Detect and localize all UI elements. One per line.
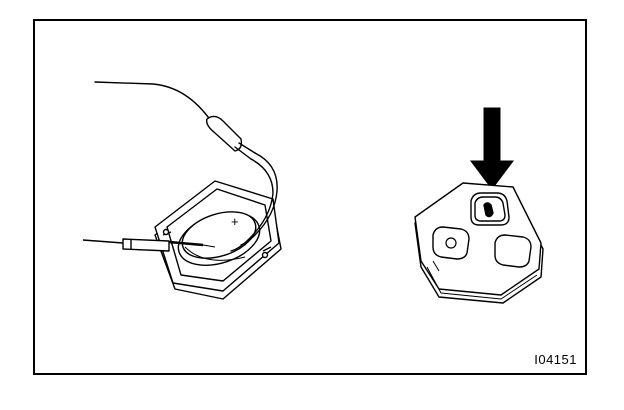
battery-plus-mark: +: [231, 214, 239, 229]
test-probe-icon: [82, 238, 216, 252]
technical-illustration: +: [82, 81, 544, 304]
key-fob-icon: [414, 182, 544, 304]
button-battery: +: [177, 211, 261, 266]
illustration-frame: +: [33, 19, 587, 375]
down-arrow-icon: [470, 107, 514, 190]
test-lead-icon: [94, 81, 278, 252]
figure-id-label: I04151: [534, 352, 577, 367]
